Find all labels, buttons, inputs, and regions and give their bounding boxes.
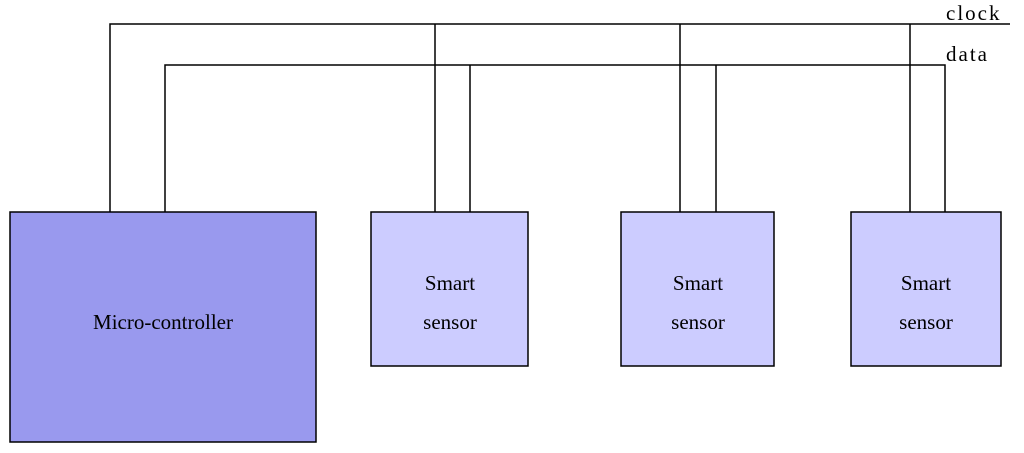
- clock-bus-main-line: [109, 23, 1010, 212]
- sensor-3-label-line1: Smart: [901, 271, 951, 295]
- clock-label: clock: [946, 1, 1001, 25]
- data-bus-main-line: [164, 64, 946, 212]
- sensor-2-label-line1: Smart: [673, 271, 723, 295]
- sensor-block-2: Smart sensor: [620, 211, 775, 367]
- clock-bus: [109, 23, 1010, 212]
- sensor-2-label-line2: sensor: [671, 310, 725, 334]
- sensor-3-label-line2: sensor: [899, 310, 953, 334]
- microcontroller-box: [9, 211, 317, 443]
- data-bus: [164, 64, 946, 212]
- sensor-box-2: [620, 211, 775, 367]
- sensor-1-label-line2: sensor: [423, 310, 477, 334]
- sensor-box-3: [850, 211, 1002, 367]
- microcontroller-block: Micro-controller: [9, 211, 317, 443]
- data-label: data: [946, 42, 989, 66]
- sensor-1-label-line1: Smart: [425, 271, 475, 295]
- sensor-box-1: [370, 211, 529, 367]
- sensor-block-3: Smart sensor: [850, 211, 1002, 367]
- microcontroller-label: Micro-controller: [93, 310, 233, 334]
- sensor-block-1: Smart sensor: [370, 211, 529, 367]
